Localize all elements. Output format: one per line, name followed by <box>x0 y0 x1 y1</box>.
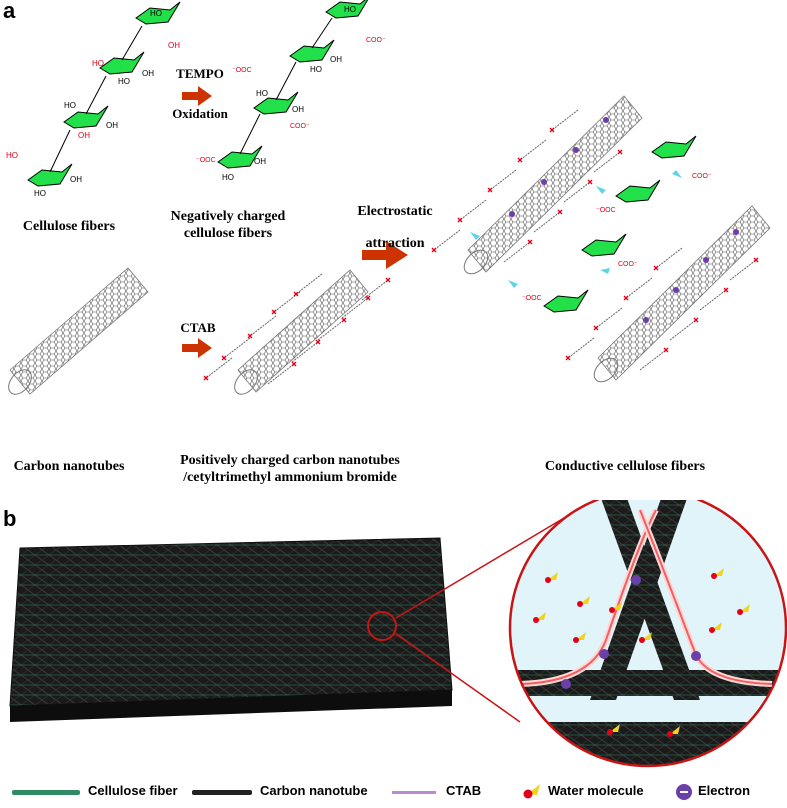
ctab-step-label: CTAB <box>178 320 218 336</box>
legend-label-electron: Electron <box>698 783 750 798</box>
caption-carbon-nanotubes: Carbon nanotubes <box>4 458 134 475</box>
svg-text:HO: HO <box>256 89 268 98</box>
svg-text:⁻OOC: ⁻OOC <box>196 157 216 164</box>
svg-text:OH: OH <box>168 41 180 50</box>
caption-negatively-charged-line1: Negatively charged <box>148 208 308 225</box>
svg-text:HO: HO <box>310 65 322 74</box>
svg-text:OH: OH <box>78 131 90 140</box>
water-molecule-icon <box>524 784 541 799</box>
zoom-view <box>510 500 787 770</box>
conductive-composite: ⁻OOC COO⁻ ⁻OOC COO⁻ <box>432 96 770 386</box>
caption-positively-charged-line2: /cetyltrimethyl ammonium bromide <box>150 469 430 486</box>
legend: Cellulose fiber Carbon nanotube CTAB Wat… <box>0 780 787 804</box>
ctab-coated-nanotube <box>204 270 390 399</box>
fiber-network <box>10 538 452 722</box>
cellulose-fiber-icon <box>12 790 80 795</box>
svg-text:HO: HO <box>118 77 130 86</box>
svg-text:HO: HO <box>92 59 104 68</box>
svg-text:HO: HO <box>222 173 234 182</box>
carbon-nanotube <box>4 268 148 399</box>
svg-text:OH: OH <box>292 105 304 114</box>
cellulose-chain: HO HO OH OH HO HO HO HO OH OH OH <box>6 2 180 198</box>
tempo-label: TEMPO <box>170 66 230 82</box>
svg-text:OH: OH <box>142 69 154 78</box>
svg-text:COO⁻: COO⁻ <box>366 37 386 44</box>
svg-text:OH: OH <box>70 175 82 184</box>
legend-label-ctab: CTAB <box>446 783 481 798</box>
legend-label-cellulose-fiber: Cellulose fiber <box>88 783 178 798</box>
svg-text:⁻OOC: ⁻OOC <box>232 67 252 74</box>
svg-text:HO: HO <box>64 101 76 110</box>
caption-positively-charged-line1: Positively charged carbon nanotubes <box>150 452 430 469</box>
caption-cellulose-fibers: Cellulose fibers <box>4 218 134 235</box>
legend-label-carbon-nanotube: Carbon nanotube <box>260 783 368 798</box>
legend-label-water-molecule: Water molecule <box>548 783 644 798</box>
oxidation-label: Oxidation <box>166 106 234 122</box>
arrow-tempo <box>182 86 212 106</box>
arrow-ctab <box>182 338 212 358</box>
carbon-nanotube-icon <box>192 790 252 795</box>
svg-text:HO: HO <box>150 9 162 18</box>
oxidized-cellulose-chain: ⁻OOC COO⁻ ⁻OOC COO⁻ HO HO HO HO OH OH OH <box>196 0 386 182</box>
svg-text:COO⁻: COO⁻ <box>692 173 712 180</box>
svg-text:OH: OH <box>106 121 118 130</box>
svg-text:⁻OOC: ⁻OOC <box>596 207 616 214</box>
svg-text:OH: OH <box>254 157 266 166</box>
svg-text:HO: HO <box>34 189 46 198</box>
svg-text:⁻OOC: ⁻OOC <box>522 295 542 302</box>
electrostatic-label: Electrostatic <box>352 204 438 220</box>
svg-text:OH: OH <box>330 55 342 64</box>
caption-conductive-cellulose: Conductive cellulose fibers <box>520 458 730 475</box>
svg-text:COO⁻: COO⁻ <box>290 123 310 130</box>
svg-text:HO: HO <box>6 151 18 160</box>
svg-text:HO: HO <box>344 5 356 14</box>
caption-negatively-charged-line2: cellulose fibers <box>148 225 308 242</box>
svg-text:COO⁻: COO⁻ <box>618 261 638 268</box>
ctab-icon <box>392 791 436 794</box>
panel-b-diagram <box>0 500 787 770</box>
attraction-label: attraction <box>352 236 438 252</box>
